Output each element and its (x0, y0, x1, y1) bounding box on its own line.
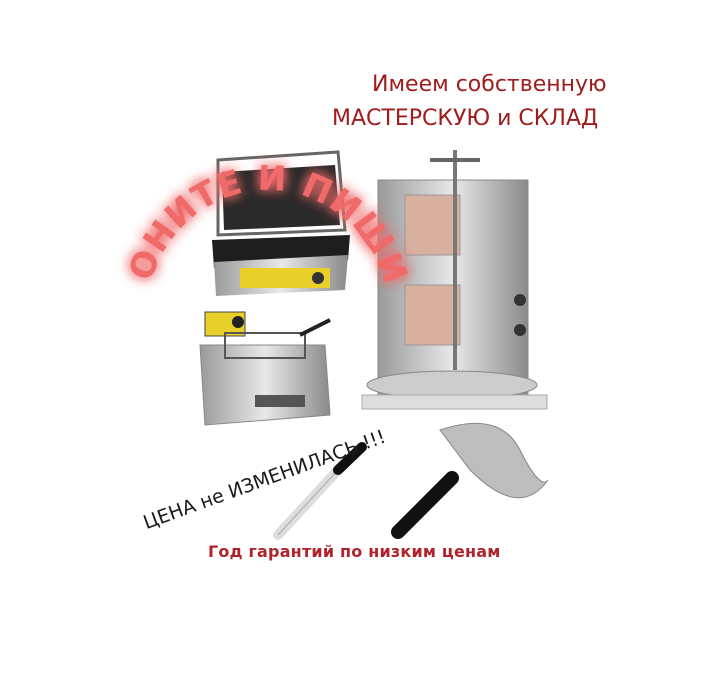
doner-spatula-image (391, 422, 549, 539)
deep-fryer-image (199, 311, 331, 426)
headline-line-2: МАСТЕРСКУЮ и СКЛАД (332, 106, 599, 131)
doner-knife-image (273, 442, 367, 540)
warranty-text: Год гарантий по низким ценам (208, 542, 501, 561)
headline-line-1: Имеем собственную (372, 72, 607, 97)
doner-machine-image (361, 150, 548, 410)
arc-call-to-action: ЗВОНИТЕ И ПИШИТЕ (0, 0, 415, 289)
contact-grill-image (212, 150, 350, 296)
